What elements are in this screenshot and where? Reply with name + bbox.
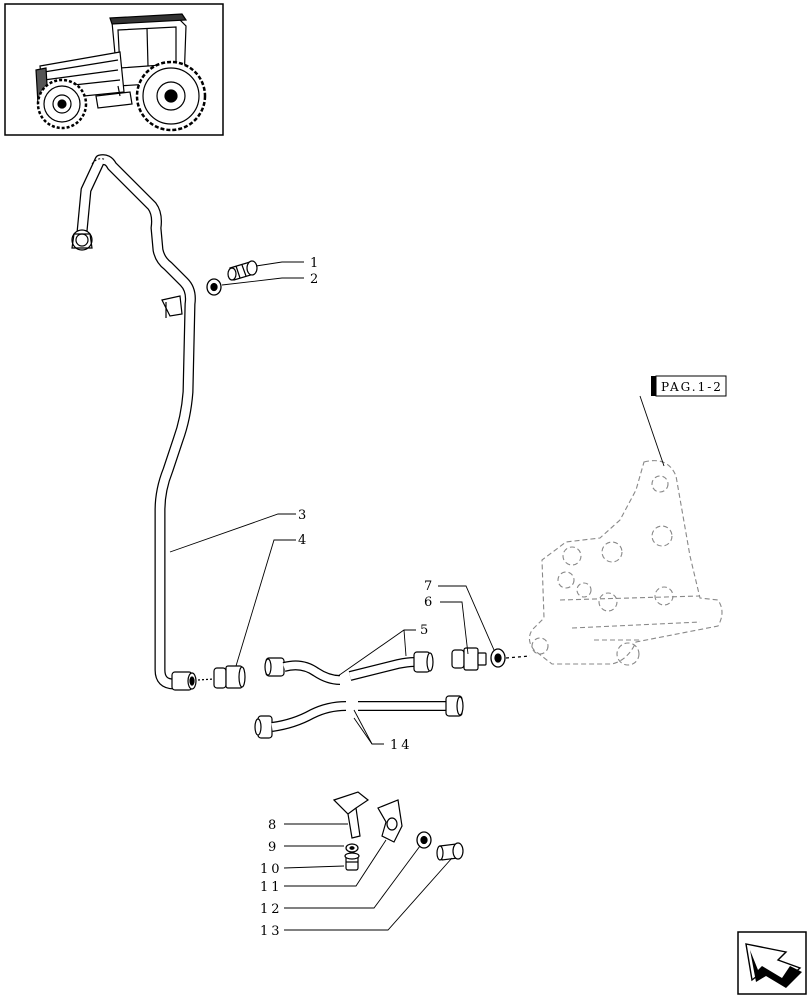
washer-part-2: [206, 278, 222, 296]
pipe-3: [76, 154, 196, 690]
pipe-end-nut: [71, 229, 93, 251]
screw-part-10: [344, 852, 360, 871]
callout-6: 6: [424, 595, 435, 610]
clamp-part-11: [377, 799, 403, 843]
washer-part-7: [490, 648, 531, 668]
callout-1: 1: [310, 256, 321, 271]
page-reference-label[interactable]: PAG.1-2: [661, 380, 723, 394]
bolt-part-1: [227, 260, 258, 281]
bracket-part-8: [332, 791, 370, 839]
callout-14: 14: [390, 738, 413, 753]
tractor-thumbnail: [4, 3, 224, 136]
callout-2: 2: [310, 272, 321, 287]
hose-part-5: [264, 651, 434, 685]
next-page-arrow-icon[interactable]: [737, 931, 807, 995]
pipe-clip-bracket: [161, 295, 183, 318]
callout-11: 11: [260, 880, 283, 895]
fitting-part-4: [197, 665, 246, 689]
bolt-part-13: [436, 842, 464, 861]
callout-4: 4: [298, 533, 309, 548]
callout-13: 13: [260, 924, 283, 939]
adapter-part-6: [451, 647, 487, 671]
leader-lines: [169, 261, 665, 931]
washer-part-9: [345, 843, 359, 853]
callout-10: 10: [260, 862, 283, 877]
hose-part-14: [254, 695, 464, 739]
callout-5: 5: [420, 623, 431, 638]
callout-9: 9: [268, 840, 279, 855]
tractor-illustration-icon: [35, 13, 207, 132]
page-reference-link[interactable]: PAG.1-2: [651, 375, 727, 397]
callout-3: 3: [298, 508, 309, 523]
washer-part-12: [416, 831, 432, 849]
reference-assembly-outline: [528, 460, 723, 666]
callout-8: 8: [268, 818, 279, 833]
callout-7: 7: [424, 579, 435, 594]
callout-12: 12: [260, 902, 283, 917]
callout-labels: 1 2 3 4 5 6 7 8 9 10 11 12 13 14: [260, 256, 435, 939]
pipe-lower-nut: [171, 671, 197, 691]
